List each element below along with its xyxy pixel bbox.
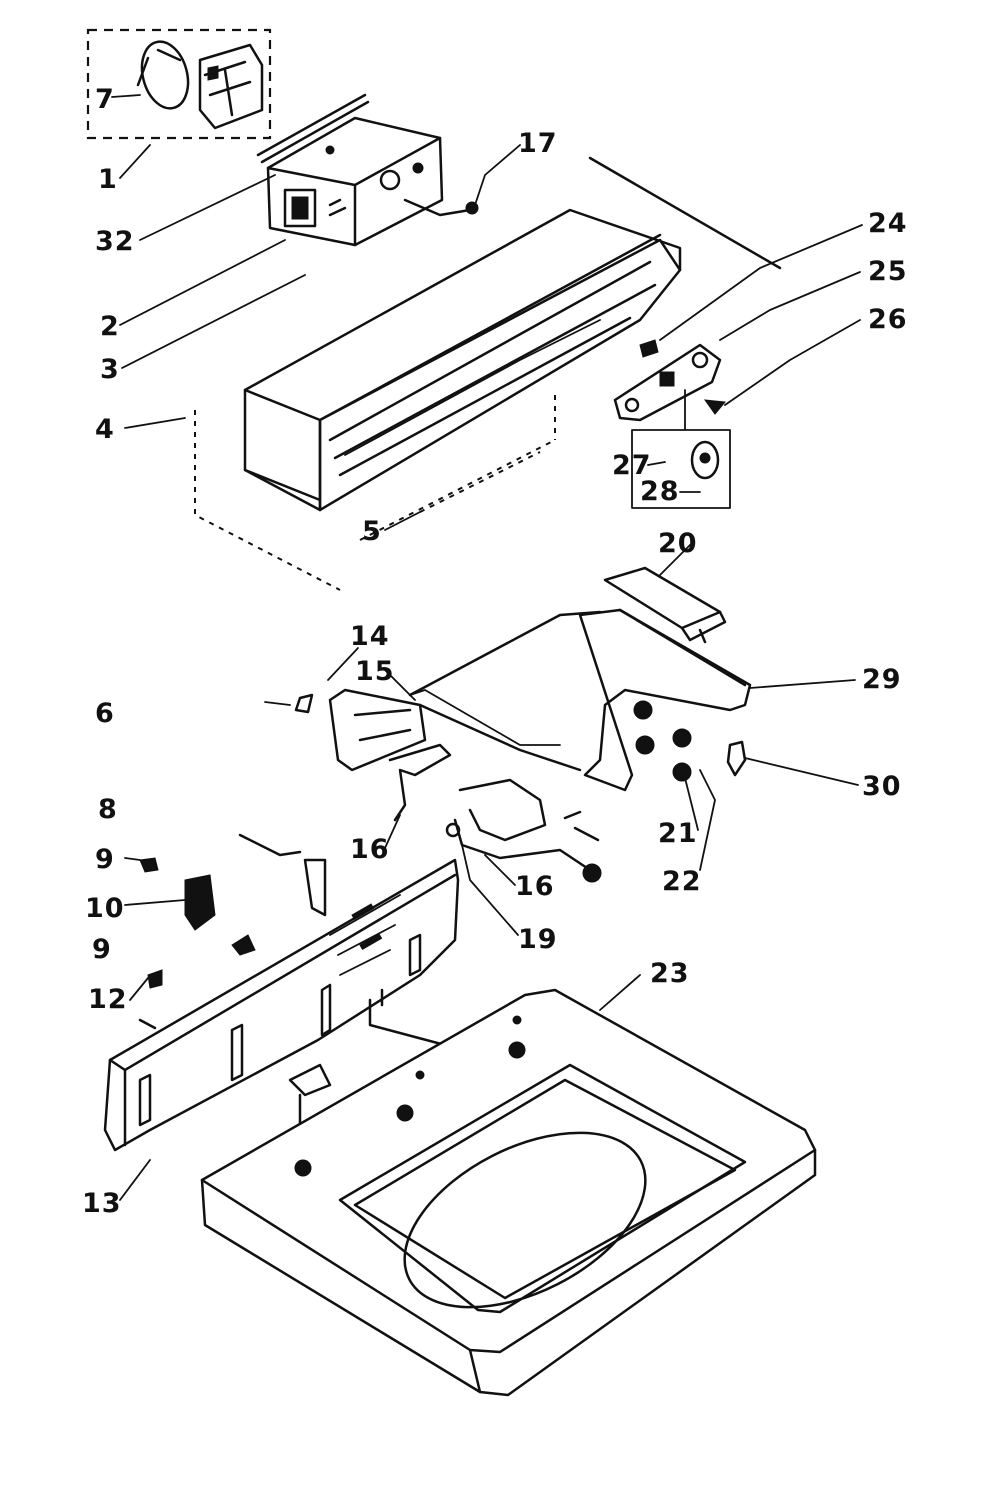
callout-10: 10 [85,893,125,924]
front-panel [103,833,460,1167]
console-bracket-parts [613,339,731,509]
callout-32: 32 [95,226,135,257]
callout-13: 13 [82,1188,122,1219]
callout-17: 17 [518,128,558,159]
callout-3: 3 [100,354,120,385]
callout-19: 19 [518,924,558,955]
callout-2: 2 [100,311,120,342]
callout-28: 28 [640,476,680,507]
callout-29: 29 [862,664,902,695]
callout-1: 1 [98,164,118,195]
console-panel [194,156,782,591]
callout-23: 23 [650,958,690,989]
callout-12: 12 [88,984,128,1015]
callout-16-right: 16 [515,871,555,902]
callout-21: 21 [658,818,698,849]
callout-7: 7 [95,84,115,115]
callout-22: 22 [662,866,702,897]
callout-30: 30 [862,771,902,802]
callout-20: 20 [658,528,698,559]
wiring-and-brackets [264,610,602,883]
callout-6: 6 [95,698,115,729]
washer-top-cover [200,988,817,1397]
callout-4: 4 [95,414,115,445]
control-box [256,93,479,247]
callout-16-left: 16 [350,834,390,865]
timer-knob-assembly [86,28,272,140]
callout-8: 8 [98,794,118,825]
switch-bracket [578,608,752,792]
callout-labels: 1 7 32 2 3 4 5 17 24 25 26 27 28 20 29 3… [82,84,908,1219]
callout-5: 5 [362,516,382,547]
callout-27: 27 [612,450,652,481]
callout-24: 24 [868,208,908,239]
leader-lines [111,94,863,1201]
callout-9-lower: 9 [92,934,112,965]
callout-26: 26 [868,304,908,335]
callout-9-upper: 9 [95,844,115,875]
callout-15: 15 [355,656,395,687]
callout-25: 25 [868,256,908,287]
callout-14: 14 [350,621,390,652]
